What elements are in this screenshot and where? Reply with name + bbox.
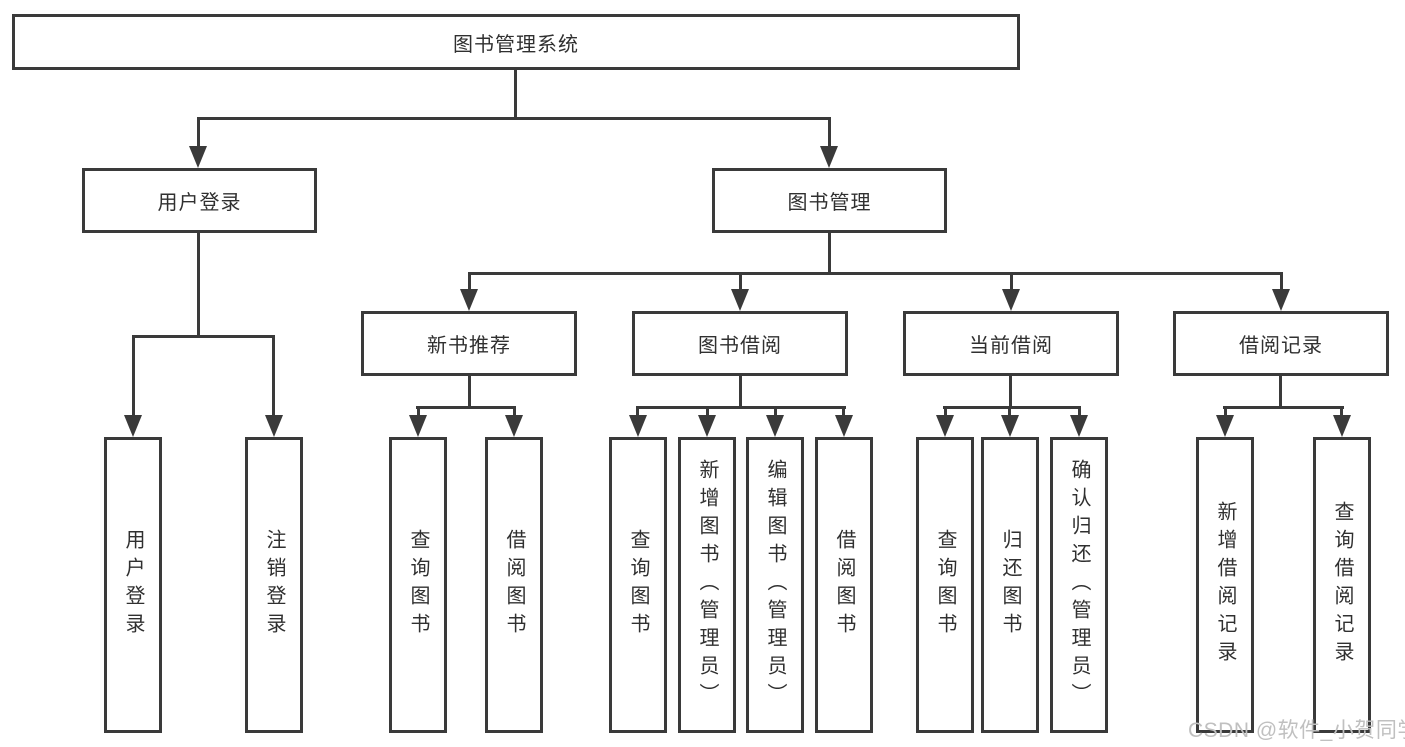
arrowhead-down-icon bbox=[766, 415, 784, 437]
connector-borrow-records-branch bbox=[1223, 406, 1344, 409]
leaf-label: 用户登录 bbox=[122, 529, 144, 641]
arrowhead-down-icon bbox=[835, 415, 853, 437]
connector-stub bbox=[132, 335, 135, 417]
connector-stub bbox=[706, 406, 709, 417]
arrowhead-down-icon bbox=[124, 415, 142, 437]
connector-stub bbox=[197, 117, 200, 148]
leaf-query-books-2: 查询图书 bbox=[609, 437, 667, 733]
leaf-label: 借阅图书 bbox=[833, 529, 855, 641]
leaf-borrow-books-1: 借阅图书 bbox=[485, 437, 543, 733]
connector-current-borrow-branch bbox=[943, 406, 1081, 409]
node-borrowing-records: 借阅记录 bbox=[1173, 311, 1389, 376]
connector-stub bbox=[1008, 406, 1011, 417]
leaf-query-books-3: 查询图书 bbox=[916, 437, 974, 733]
node-new-book-recommend: 新书推荐 bbox=[361, 311, 577, 376]
node-book-borrowing: 图书借阅 bbox=[632, 311, 848, 376]
connector-stub bbox=[468, 272, 471, 292]
leaf-query-borrow-record: 查询借阅记录 bbox=[1313, 437, 1371, 733]
connector-stub bbox=[1010, 272, 1013, 292]
arrowhead-down-icon bbox=[936, 415, 954, 437]
leaf-query-books-1: 查询图书 bbox=[389, 437, 447, 733]
node-user-login: 用户登录 bbox=[82, 168, 317, 233]
arrowhead-down-icon bbox=[629, 415, 647, 437]
leaf-label: 归还图书 bbox=[999, 529, 1021, 641]
arrowhead-down-icon bbox=[698, 415, 716, 437]
arrowhead-down-icon bbox=[460, 289, 478, 311]
connector-current-borrow-stem bbox=[1009, 376, 1012, 406]
arrowhead-down-icon bbox=[189, 146, 207, 168]
connector-stub bbox=[828, 117, 831, 148]
leaf-user-login: 用户登录 bbox=[104, 437, 162, 733]
arrowhead-down-icon bbox=[409, 415, 427, 437]
leaf-confirm-return-admin: 确认归还（管理员） bbox=[1050, 437, 1108, 733]
leaf-borrow-books-2: 借阅图书 bbox=[815, 437, 873, 733]
connector-stub bbox=[1224, 406, 1227, 417]
connector-book-borrow-stem bbox=[739, 376, 742, 406]
arrowhead-down-icon bbox=[505, 415, 523, 437]
connector-new-book-stem bbox=[468, 376, 471, 406]
arrowhead-down-icon bbox=[731, 289, 749, 311]
connector-stub bbox=[842, 406, 845, 417]
arrowhead-down-icon bbox=[1001, 415, 1019, 437]
connector-stub bbox=[417, 406, 420, 417]
leaf-return-books: 归还图书 bbox=[981, 437, 1039, 733]
leaf-edit-book-admin: 编辑图书（管理员） bbox=[746, 437, 804, 733]
leaf-add-book-admin: 新增图书（管理员） bbox=[678, 437, 736, 733]
leaf-label: 借阅图书 bbox=[503, 529, 525, 641]
leaf-label: 注销登录 bbox=[263, 529, 285, 641]
leaf-label: 编辑图书（管理员） bbox=[764, 459, 786, 711]
connector-stub bbox=[636, 406, 639, 417]
connector-stub bbox=[739, 272, 742, 292]
connector-stub bbox=[513, 406, 516, 417]
node-current-borrowing: 当前借阅 bbox=[903, 311, 1119, 376]
arrowhead-down-icon bbox=[1070, 415, 1088, 437]
connector-user-login-branch bbox=[132, 335, 275, 338]
arrowhead-down-icon bbox=[1272, 289, 1290, 311]
node-root: 图书管理系统 bbox=[12, 14, 1020, 70]
connector-book-mgmt-branch bbox=[468, 272, 1282, 275]
leaf-logout: 注销登录 bbox=[245, 437, 303, 733]
connector-book-mgmt-stem bbox=[828, 233, 831, 272]
connector-book-borrow-branch bbox=[636, 406, 846, 409]
arrowhead-down-icon bbox=[1002, 289, 1020, 311]
connector-stub bbox=[774, 406, 777, 417]
connector-stub bbox=[1280, 272, 1283, 292]
connector-stub bbox=[1340, 406, 1343, 417]
leaf-label: 新增借阅记录 bbox=[1214, 501, 1236, 669]
leaf-label: 确认归还（管理员） bbox=[1068, 459, 1090, 711]
leaf-add-borrow-record: 新增借阅记录 bbox=[1196, 437, 1254, 733]
node-book-management: 图书管理 bbox=[712, 168, 947, 233]
leaf-label: 查询图书 bbox=[627, 529, 649, 641]
connector-root-stem bbox=[514, 69, 517, 117]
arrowhead-down-icon bbox=[265, 415, 283, 437]
csdn-watermark: CSDN @软件_小贺同学 bbox=[1188, 719, 1405, 742]
arrowhead-down-icon bbox=[1333, 415, 1351, 437]
connector-borrow-records-stem bbox=[1279, 376, 1282, 406]
leaf-label: 新增图书（管理员） bbox=[696, 459, 718, 711]
connector-root-branch bbox=[197, 117, 831, 120]
connector-new-book-branch bbox=[416, 406, 516, 409]
connector-stub bbox=[944, 406, 947, 417]
leaf-label: 查询借阅记录 bbox=[1331, 501, 1353, 669]
connector-stub bbox=[1078, 406, 1081, 417]
arrowhead-down-icon bbox=[1216, 415, 1234, 437]
connector-user-login-stem bbox=[197, 233, 200, 335]
connector-stub bbox=[272, 335, 275, 417]
leaf-label: 查询图书 bbox=[407, 529, 429, 641]
leaf-label: 查询图书 bbox=[934, 529, 956, 641]
arrowhead-down-icon bbox=[820, 146, 838, 168]
